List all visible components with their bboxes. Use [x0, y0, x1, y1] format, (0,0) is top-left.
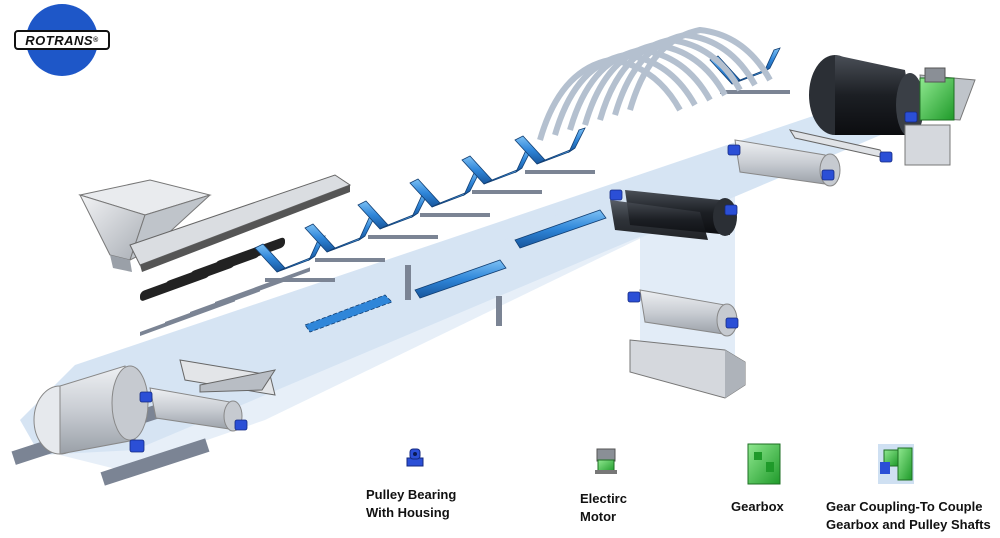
logo-band: ROTRANS® [14, 30, 110, 50]
drive-gearbox [919, 67, 955, 121]
belt-cleaner [179, 359, 277, 396]
impact-idlers [140, 237, 310, 336]
pulley-bearings [129, 111, 918, 453]
electric-motor-icon [595, 448, 617, 474]
legend-coupling: Gear Coupling-To Couple Gearbox and Pull… [826, 498, 991, 534]
legend-bearing-line1: Pulley Bearing [366, 487, 457, 502]
counterweight [629, 339, 746, 399]
legend-gearbox: Gearbox [731, 498, 784, 516]
legend-motor-line1: Electirc [580, 491, 627, 506]
legend-bearing-line2: With Housing [366, 505, 450, 520]
gear-coupling-icon [878, 444, 914, 484]
legend-motor: Electirc Motor [580, 490, 627, 526]
bend-pulleys [610, 190, 737, 240]
pulley-bearing-icon [406, 448, 424, 467]
gearbox-icon [747, 443, 781, 485]
rotrans-logo: ROTRANS® [14, 4, 110, 76]
legend-motor-line2: Motor [580, 509, 617, 524]
logo-registered-mark: ® [93, 36, 99, 44]
legend-bearing: Pulley Bearing With Housing [366, 486, 456, 522]
tail-pulley [11, 365, 210, 486]
logo-text: ROTRANS [25, 32, 94, 48]
legend-gearbox-line1: Gearbox [731, 499, 784, 514]
legend-coupling-line2: Gearbox and Pulley Shafts [826, 517, 991, 532]
skirt-chute [129, 174, 352, 272]
carrying-idlers [254, 47, 790, 282]
return-idlers [304, 209, 607, 333]
belt-cover-hood [537, 26, 773, 141]
legend-coupling-line1: Gear Coupling-To Couple [826, 499, 983, 514]
